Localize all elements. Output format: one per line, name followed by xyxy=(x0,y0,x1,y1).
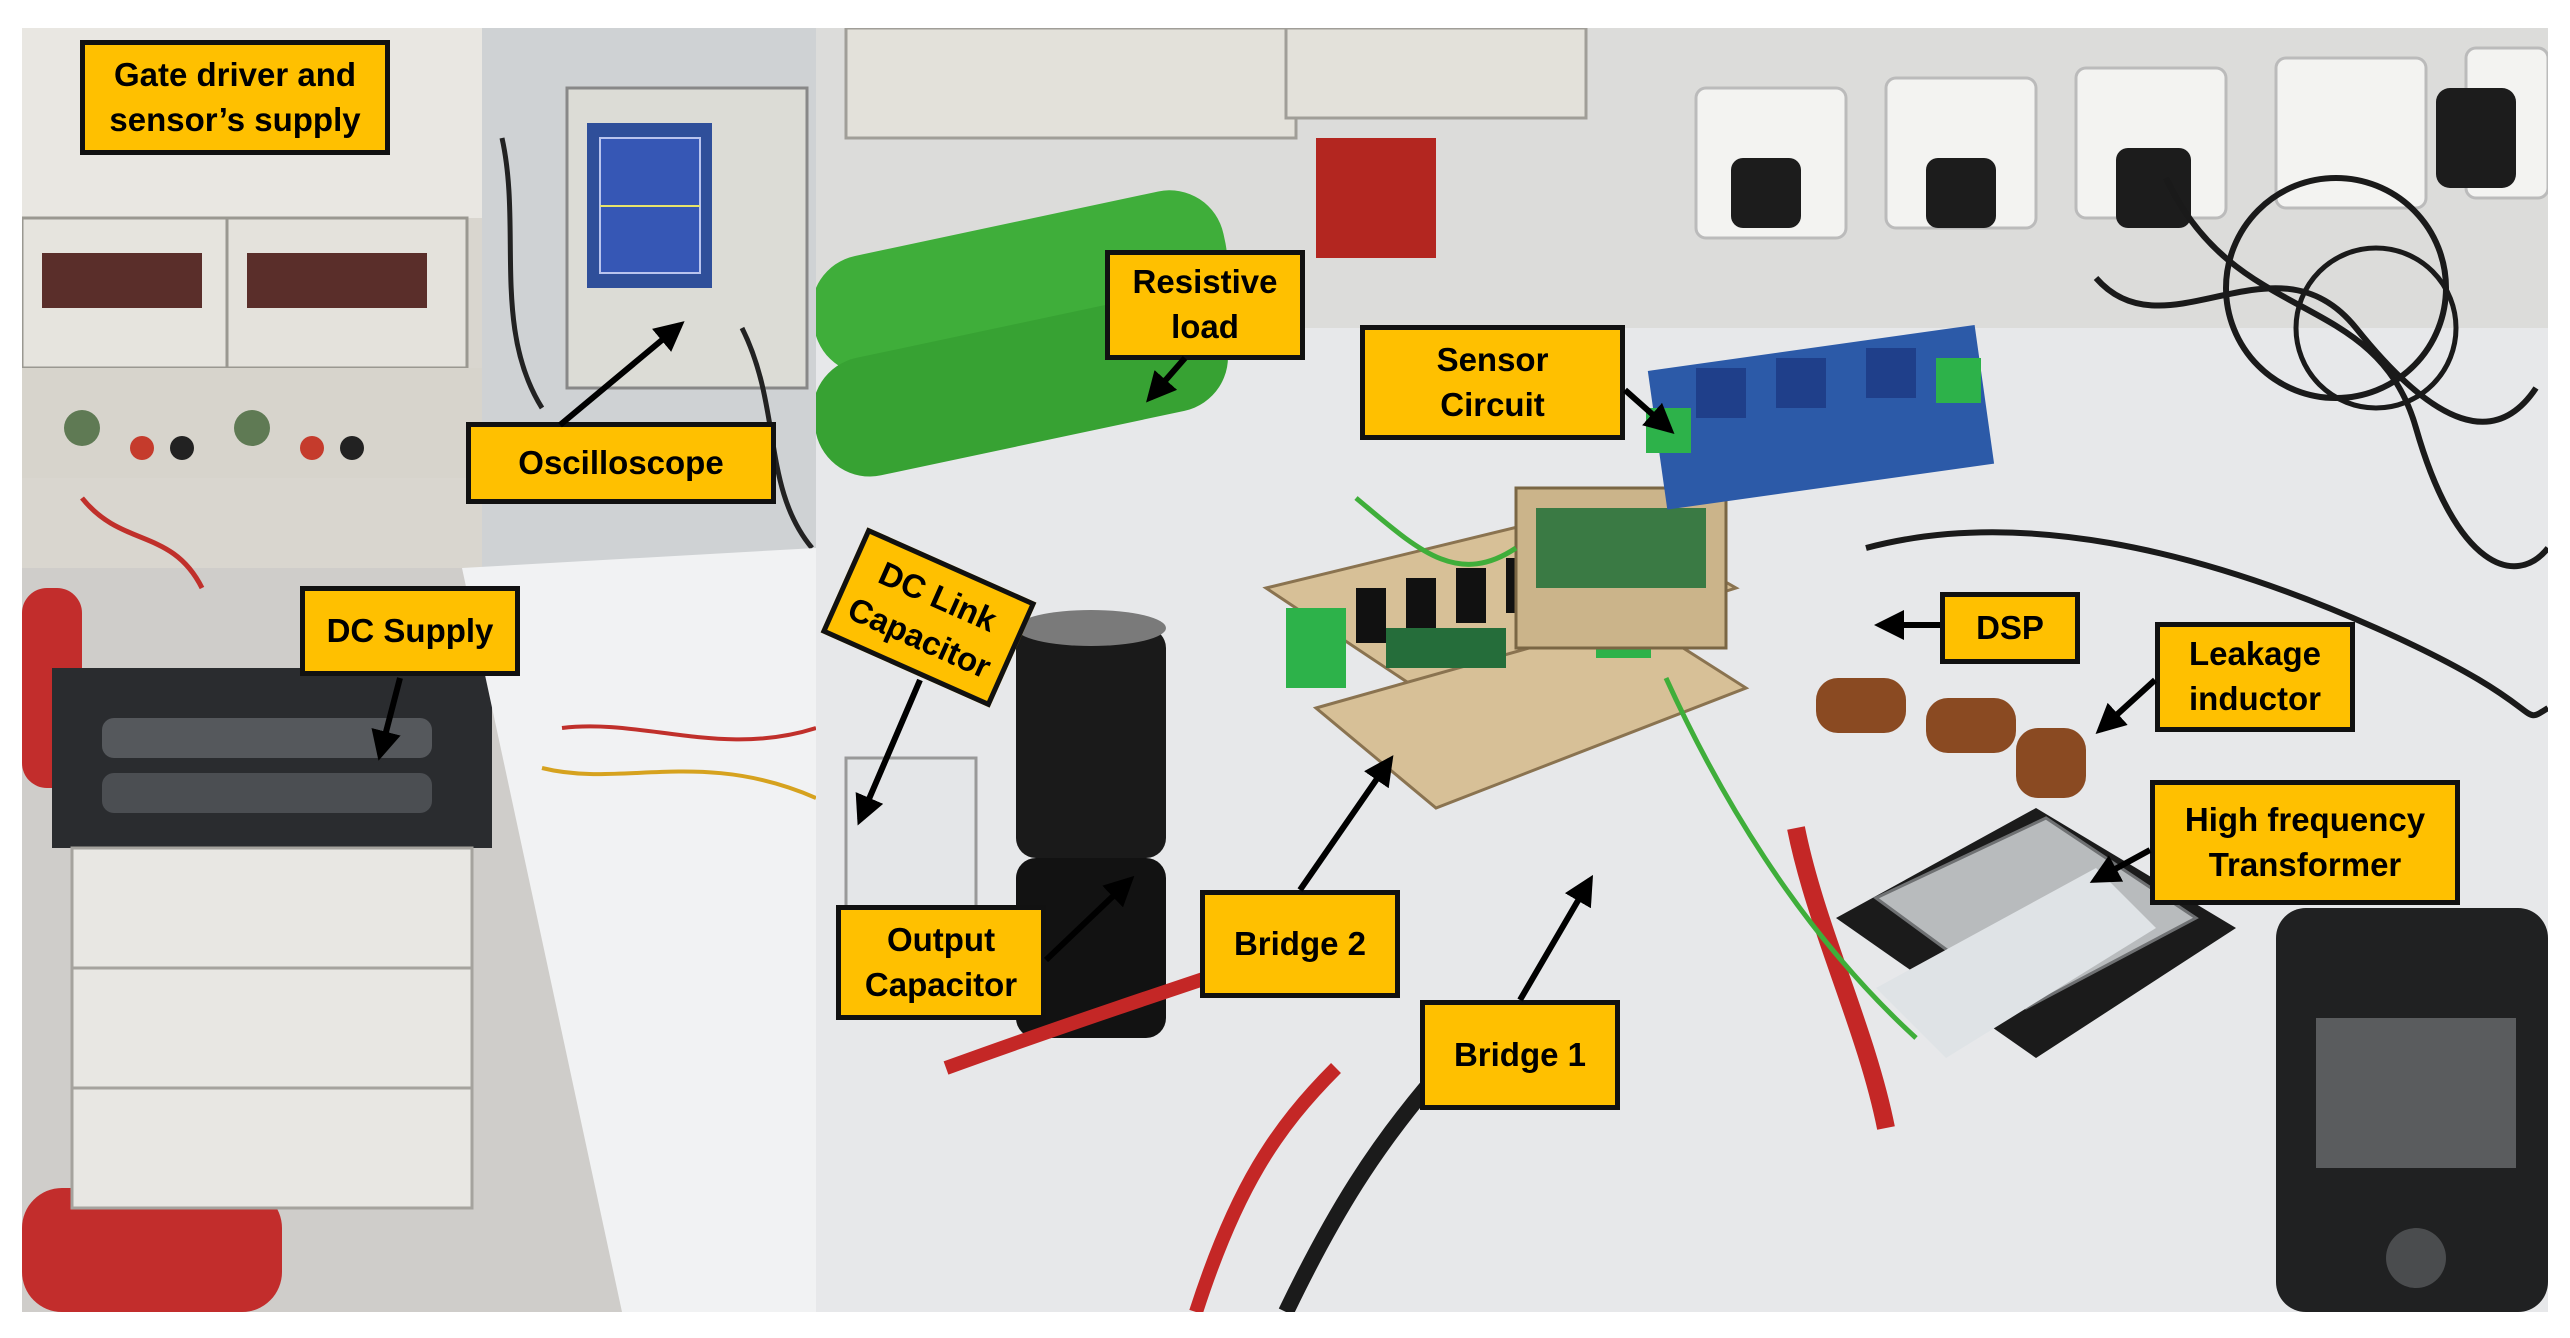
label-dsp: DSP xyxy=(1940,592,2080,664)
label-leakage-inductor: Leakage inductor xyxy=(2155,622,2355,732)
label-bridge-1: Bridge 1 xyxy=(1420,1000,1620,1110)
label-output-capacitor: Output Capacitor xyxy=(836,905,1046,1020)
lab-bench-photo xyxy=(22,28,816,1312)
label-gate-driver-supply: Gate driver and sensor’s supply xyxy=(80,40,390,155)
label-resistive-load: Resistive load xyxy=(1105,250,1305,360)
label-high-frequency-transformer: High frequency Transformer xyxy=(2150,780,2460,905)
label-bridge-2: Bridge 2 xyxy=(1200,890,1400,998)
label-sensor-circuit: Sensor Circuit xyxy=(1360,325,1625,440)
label-oscilloscope: Oscilloscope xyxy=(466,422,776,504)
label-dc-supply: DC Supply xyxy=(300,586,520,676)
